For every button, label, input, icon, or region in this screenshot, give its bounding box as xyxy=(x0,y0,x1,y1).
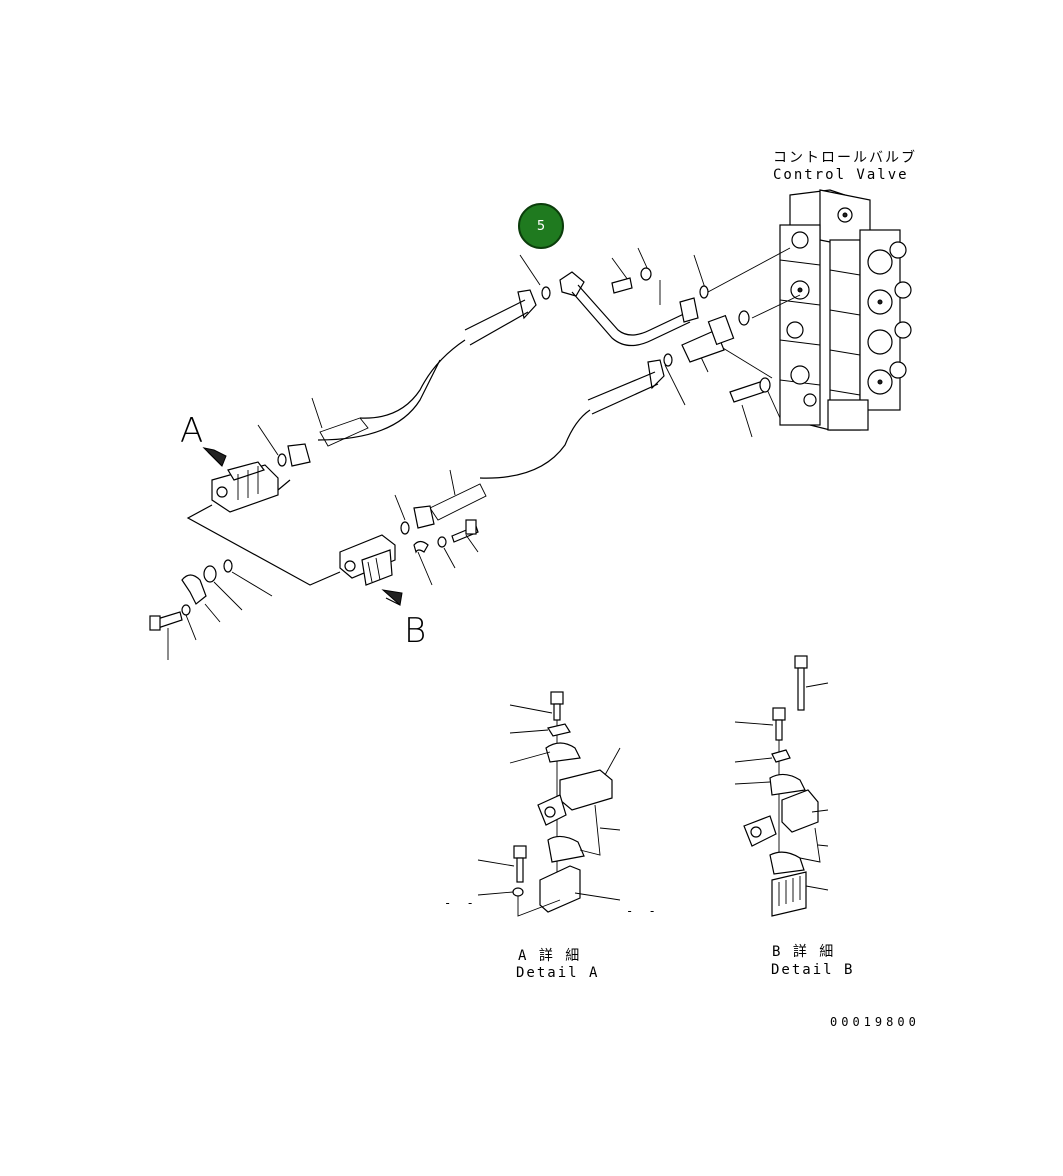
connecting-lines xyxy=(186,479,341,586)
part-callout-5[interactable]: 5 xyxy=(518,203,564,249)
control-valve-assembly xyxy=(779,189,912,431)
adapter-fitting xyxy=(681,314,771,403)
control-valve-label-en: Control Valve xyxy=(773,167,909,183)
dash-mark-left: - - xyxy=(444,896,478,910)
valve-leader-lines xyxy=(519,247,801,438)
view-arrow-b xyxy=(381,589,403,606)
bent-pipe xyxy=(541,267,750,347)
control-valve-label-jp: コントロールバルブ xyxy=(773,150,917,166)
block-a xyxy=(211,461,279,513)
hose-leader-lines xyxy=(257,397,323,456)
detail-b-drawing xyxy=(734,655,829,917)
detail-a-drawing xyxy=(477,691,621,917)
detail-a-label-jp: A 詳 細 xyxy=(518,948,582,964)
small-parts-a xyxy=(149,559,273,660)
detail-a-label-en: Detail A xyxy=(516,965,600,981)
view-letter-b: B xyxy=(404,611,427,651)
callout-number: 5 xyxy=(536,218,546,234)
dash-mark-right: - - xyxy=(626,904,660,918)
lower-hose xyxy=(400,353,673,535)
detail-b-label-jp: B 詳 細 xyxy=(772,944,836,960)
small-parts-b xyxy=(394,469,479,586)
block-b xyxy=(339,534,396,586)
detail-b-label-en: Detail B xyxy=(771,962,855,978)
view-arrow-a xyxy=(202,447,227,467)
upper-hose xyxy=(277,289,537,467)
view-letter-a: A xyxy=(180,411,204,451)
drawing-number: 00019800 xyxy=(830,1015,920,1029)
